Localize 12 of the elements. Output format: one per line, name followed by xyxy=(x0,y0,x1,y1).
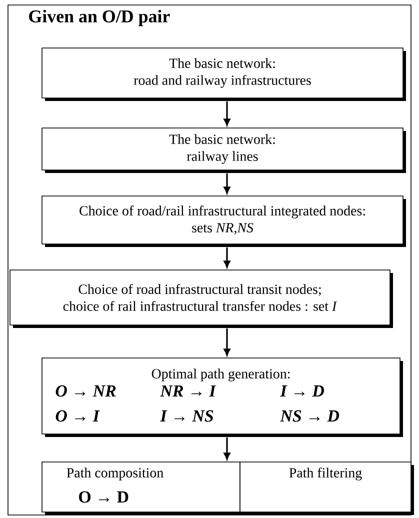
process-box: Path composition O → D xyxy=(42,462,243,515)
arrow xyxy=(224,247,230,268)
process-box: Choice of road infrastructural transit nodes; choice of rail infrastructural transfer nodes : set I xyxy=(10,270,393,328)
arrow xyxy=(224,101,230,126)
arrow xyxy=(224,173,230,194)
process-box: Optimal path generation: O → NR NR → I I → D O → I I → NS NS → D xyxy=(42,358,403,437)
process-box: The basic network: road and railway infrastructures xyxy=(42,48,406,101)
process-box: Path filtering xyxy=(240,462,414,515)
process-box: Choice of road/rail infrastructural integrated nodes: sets NR,NS xyxy=(42,196,406,247)
arrow xyxy=(224,328,230,356)
arrow xyxy=(224,437,230,460)
process-box: The basic network: railway lines xyxy=(42,128,406,173)
